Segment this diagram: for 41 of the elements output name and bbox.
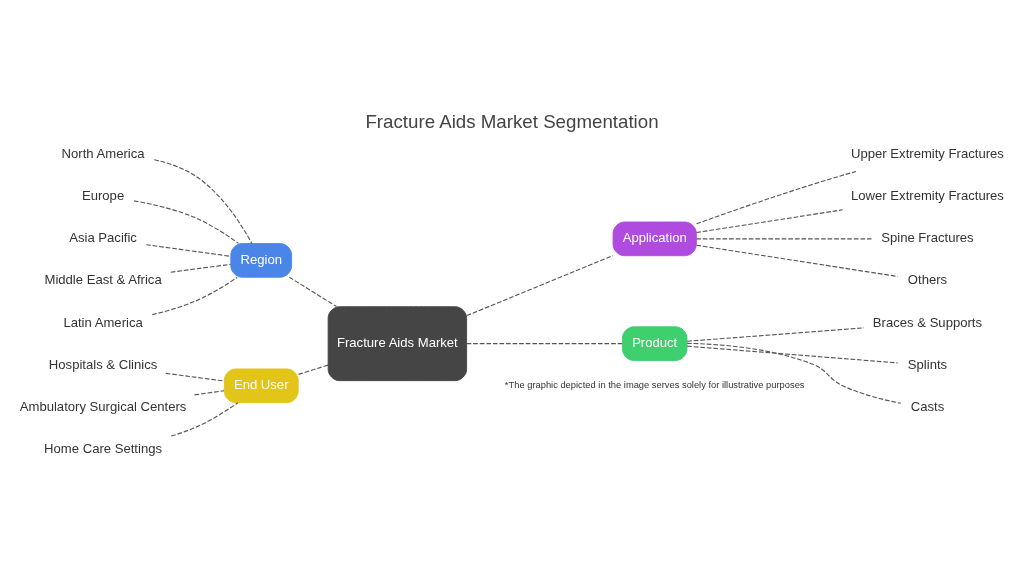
node-text: Others <box>907 272 948 288</box>
connector <box>695 244 898 277</box>
connector <box>151 276 238 316</box>
node-text: Europe <box>81 188 125 204</box>
connector <box>133 200 240 244</box>
connector <box>297 364 329 375</box>
node-text: Asia Pacific <box>69 230 137 246</box>
node-text: North America <box>61 146 145 162</box>
connector <box>193 390 225 396</box>
connector <box>170 402 239 437</box>
node-text: Middle East & Africa <box>44 272 162 288</box>
node-text: Upper Extremity Fractures <box>851 146 1004 162</box>
diagram-title: Fracture Aids Market Segmentation <box>365 111 659 133</box>
connector <box>466 343 623 345</box>
connector <box>145 244 232 257</box>
node-text: Splints <box>907 356 948 372</box>
connector <box>695 209 844 234</box>
connector <box>686 342 902 404</box>
connector <box>170 263 232 273</box>
node-box: Product <box>621 326 688 361</box>
connector <box>153 159 253 245</box>
node-text: Ambulatory Surgical Centers <box>19 398 187 414</box>
connector <box>165 372 225 382</box>
connector <box>686 345 899 364</box>
node-text: Latin America <box>63 314 143 330</box>
connector <box>696 170 857 225</box>
node-text: Braces & Supports <box>872 314 983 330</box>
node-text: Lower Extremity Fractures <box>851 188 1004 204</box>
node-box: End User <box>223 368 299 404</box>
node-text: Home Care Settings <box>44 440 163 456</box>
connector <box>466 255 614 317</box>
node-text: Spine Fractures <box>881 230 974 246</box>
node-box: Application <box>612 221 697 257</box>
node-text: Casts <box>910 398 945 414</box>
node-box: Fracture Aids Market <box>327 306 468 382</box>
connector <box>695 238 873 240</box>
label: *The graphic depicted in the image serves solely for illustrative purposes <box>504 380 805 391</box>
connector <box>288 276 338 308</box>
node-text: Hospitals & Clinics <box>48 356 158 372</box>
connector <box>686 327 865 342</box>
node-box: Region <box>230 243 293 278</box>
